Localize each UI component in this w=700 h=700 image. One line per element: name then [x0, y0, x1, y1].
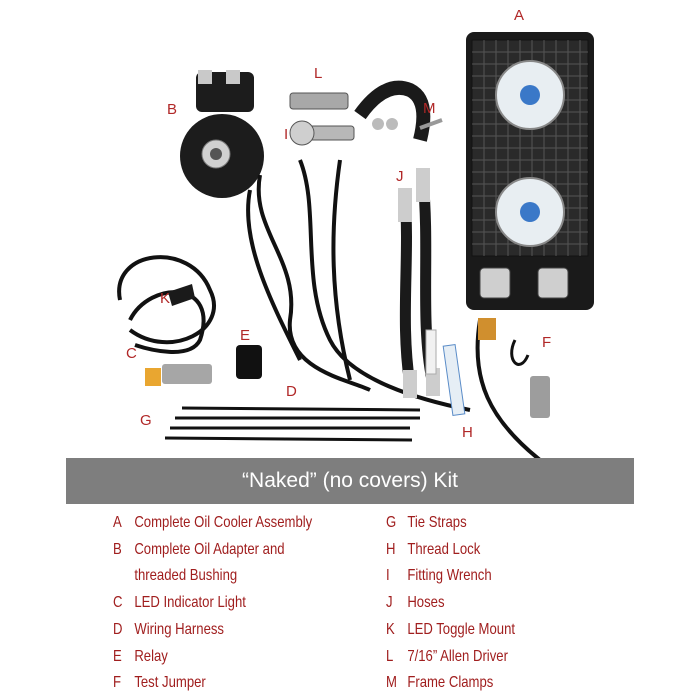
- oil-adapter: [180, 70, 264, 198]
- led-toggle-mount: [168, 284, 195, 306]
- connector: [162, 364, 212, 384]
- fitting-wrench: [289, 120, 355, 146]
- kit-title-banner: “Naked” (no covers) Kit: [66, 458, 634, 504]
- callout-j: J: [396, 168, 404, 185]
- callout-l: L: [314, 65, 323, 82]
- callout-c: C: [126, 345, 137, 362]
- callout-d: D: [286, 383, 297, 400]
- led-indicator: [145, 368, 161, 386]
- thread-lock: [442, 343, 466, 417]
- callout-g: G: [140, 412, 152, 429]
- kit-photo: A B C D E F G H I J K L M: [117, 7, 594, 462]
- kit-title: “Naked” (no covers) Kit: [242, 469, 458, 492]
- legend-item-continuation: threaded Bushing: [134, 567, 238, 585]
- wiring-harness: [117, 159, 471, 412]
- frame-clamps: [354, 80, 443, 142]
- callout-m: M: [423, 100, 436, 117]
- relay: [236, 345, 262, 379]
- callout-h: H: [462, 424, 473, 441]
- callout-f: F: [542, 334, 552, 351]
- allen-driver: [289, 92, 349, 110]
- callout-b: B: [167, 101, 178, 118]
- callout-k: K: [160, 290, 171, 307]
- callout-a: A: [514, 7, 525, 24]
- callout-e: E: [240, 327, 251, 344]
- tie-straps: [164, 406, 421, 442]
- test-jumper-plug: [530, 376, 550, 418]
- callout-i: I: [284, 126, 289, 143]
- oil-cooler-assembly: [466, 32, 594, 310]
- kit-illustration: [117, 32, 594, 462]
